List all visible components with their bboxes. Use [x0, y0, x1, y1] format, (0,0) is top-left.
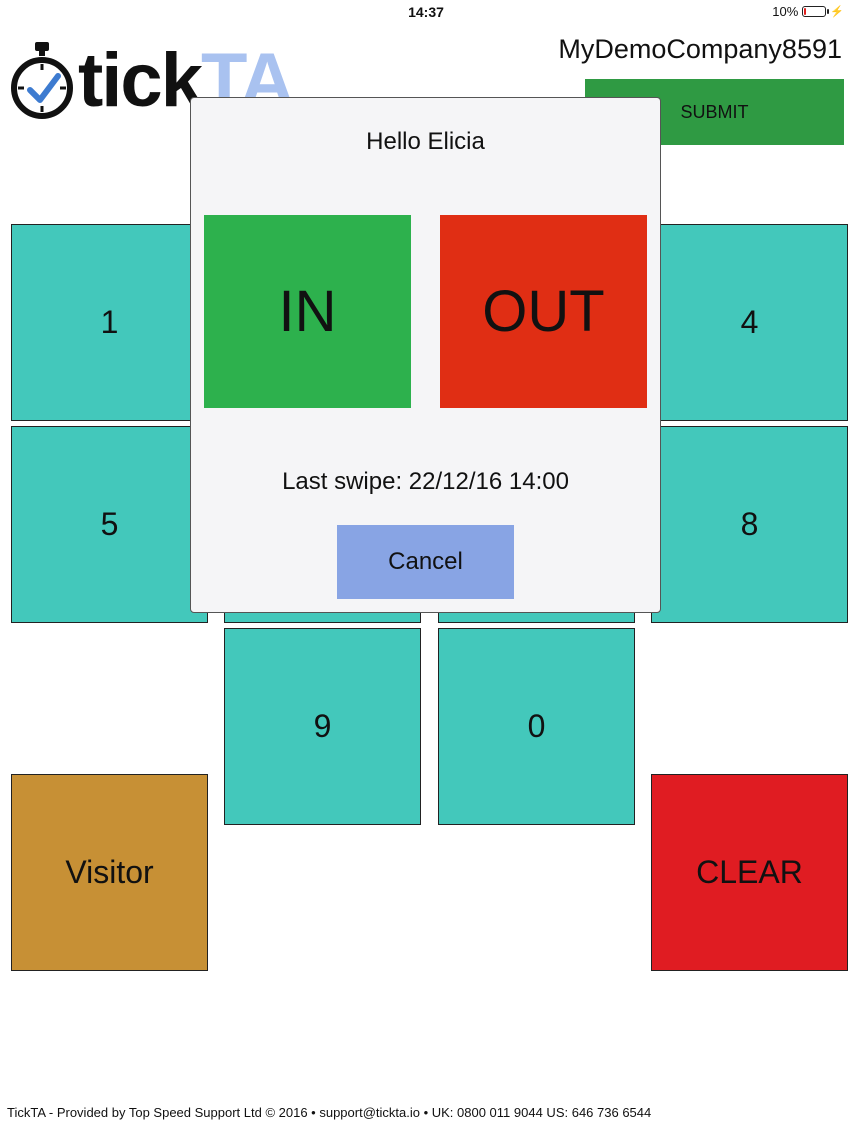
stopwatch-icon	[11, 42, 73, 119]
key-4[interactable]: 4	[651, 224, 848, 421]
logo-text-tick: tick	[78, 38, 203, 123]
status-time: 14:37	[408, 4, 444, 20]
visitor-button[interactable]: Visitor	[11, 774, 208, 971]
clock-in-dialog: Hello Elicia IN OUT Last swipe: 22/12/16…	[190, 97, 661, 613]
charging-icon: ⚡	[830, 6, 844, 18]
cancel-button[interactable]: Cancel	[337, 525, 514, 599]
clock-out-button[interactable]: OUT	[440, 215, 647, 408]
clear-button[interactable]: CLEAR	[651, 774, 848, 971]
key-5[interactable]: 5	[11, 426, 208, 623]
battery-percent: 10%	[772, 4, 799, 19]
clock-in-button[interactable]: IN	[204, 215, 411, 408]
key-0[interactable]: 0	[438, 628, 635, 825]
company-name: MyDemoCompany8591	[558, 34, 842, 64]
last-swipe-text: Last swipe: 22/12/16 14:00	[282, 468, 569, 495]
footer-text: TickTA - Provided by Top Speed Support L…	[7, 1105, 652, 1120]
key-1[interactable]: 1	[11, 224, 208, 421]
battery-icon	[802, 6, 830, 17]
greeting-text: Hello Elicia	[366, 128, 485, 155]
battery-status: 10% ⚡	[772, 4, 844, 19]
key-9[interactable]: 9	[224, 628, 421, 825]
key-8[interactable]: 8	[651, 426, 848, 623]
